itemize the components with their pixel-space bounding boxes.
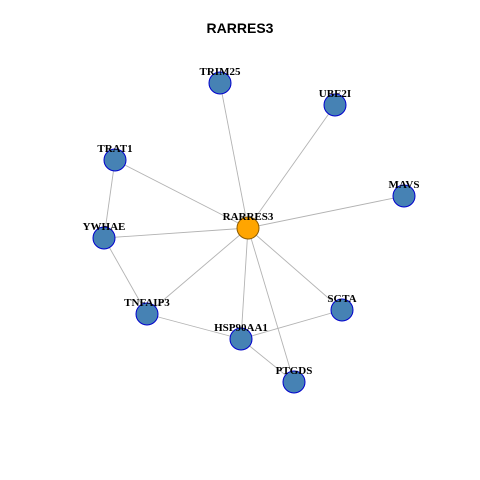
node-ptgds (282, 370, 306, 394)
edge-rarres3-ywhae (103, 227, 249, 239)
edge-rarres3-trim25 (219, 82, 249, 229)
edge-ywhae-tnfaip3 (103, 237, 148, 315)
node-ube2i (323, 93, 347, 117)
edge-rarres3-tnfaip3 (146, 227, 249, 315)
figure-title: RARRES3 (206, 20, 274, 36)
node-label-sgta: SGTA (327, 293, 356, 305)
node-tnfaip3 (135, 302, 159, 326)
edge-rarres3-sgta (247, 227, 343, 311)
edge-rarres3-trat1 (114, 159, 249, 229)
edge-hsp90aa1-sgta (240, 309, 343, 340)
node-sgta (330, 298, 354, 322)
edge-rarres3-ptgds (247, 227, 295, 383)
node-label-ywhae: YWHAE (83, 221, 126, 233)
edge-trat1-ywhae (103, 159, 116, 239)
node-layer (92, 71, 416, 394)
edge-rarres3-mavs (247, 195, 405, 229)
edge-rarres3-hsp90aa1 (240, 227, 249, 340)
node-label-tnfaip3: TNFAIP3 (124, 297, 170, 309)
node-hsp90aa1 (229, 327, 253, 351)
edge-layer (103, 82, 405, 383)
node-label-hsp90aa1: HSP90AA1 (214, 322, 268, 334)
node-trat1 (103, 148, 127, 172)
node-mavs (392, 184, 416, 208)
node-label-ube2i: UBE2I (319, 88, 351, 100)
edge-rarres3-ube2i (247, 104, 336, 229)
node-ywhae (92, 226, 116, 250)
node-label-mavs: MAVS (389, 179, 420, 191)
node-label-trat1: TRAT1 (97, 143, 132, 155)
edge-tnfaip3-hsp90aa1 (146, 313, 242, 340)
node-trim25 (208, 71, 232, 95)
node-label-rarres3: RARRES3 (223, 211, 274, 223)
node-label-trim25: TRIM25 (200, 66, 241, 78)
node-rarres3 (236, 216, 260, 240)
node-label-ptgds: PTGDS (276, 365, 313, 377)
